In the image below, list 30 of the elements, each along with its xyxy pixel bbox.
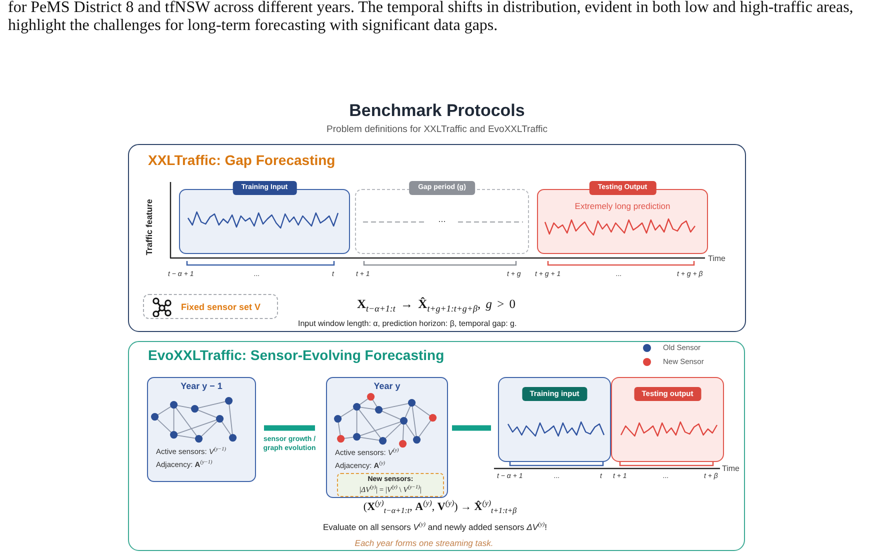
series-box (611, 377, 724, 462)
series-box (537, 181, 708, 254)
series-box (498, 377, 611, 462)
graph-panel (147, 377, 256, 482)
section-panel (128, 144, 746, 332)
axis-label: Time (708, 254, 726, 263)
box-title: Year y − 1 (180, 381, 222, 391)
series-box (355, 181, 529, 254)
axis-label: Traffic feature (144, 199, 154, 256)
panel-title: XXLTraffic: Gap Forecasting (148, 152, 336, 168)
panel-title: EvoXXLTraffic: Sensor-Evolving Forecasting (148, 347, 444, 363)
caption-text: for PeMS District 8 and tfNSW across different years. The temporal shifts in distribution, evident in both low and high-traffic areas, highlight the challenges for long-term forecasting with significant data gaps. (8, 0, 854, 35)
note-text: Each year forms one streaming task. (354, 538, 494, 548)
series-box (179, 181, 350, 254)
sensor-set-box (143, 294, 278, 319)
axis-label: Time (722, 464, 740, 473)
section-panel (128, 341, 745, 551)
connector-bar (264, 425, 315, 431)
box-note: Extremely long prediction (574, 201, 670, 211)
note-text: Input window length: α, prediction horizon: β, temporal gap: g. (298, 319, 517, 328)
note-text: Evaluate on all sensors V$^{(y)}$ and newly added sensors ΔV$^{(y)}$! (323, 522, 547, 532)
new-sensor-note (337, 473, 444, 497)
diagram-title: Benchmark Protocols (349, 101, 525, 121)
formula: X$_{t−α+1:t}$ → X̂$_{t+g+1:t+g+β}$, g > 0 (357, 297, 516, 312)
connector-bar (452, 425, 491, 431)
subtitle: Problem definitions for XXLTraffic and EvoXXLTraffic (326, 124, 548, 135)
graph-panel (326, 377, 448, 498)
box-label: Fixed sensor set V (181, 302, 261, 312)
ellipsis-text: ... (438, 214, 446, 224)
box-title: Year y (374, 381, 400, 391)
